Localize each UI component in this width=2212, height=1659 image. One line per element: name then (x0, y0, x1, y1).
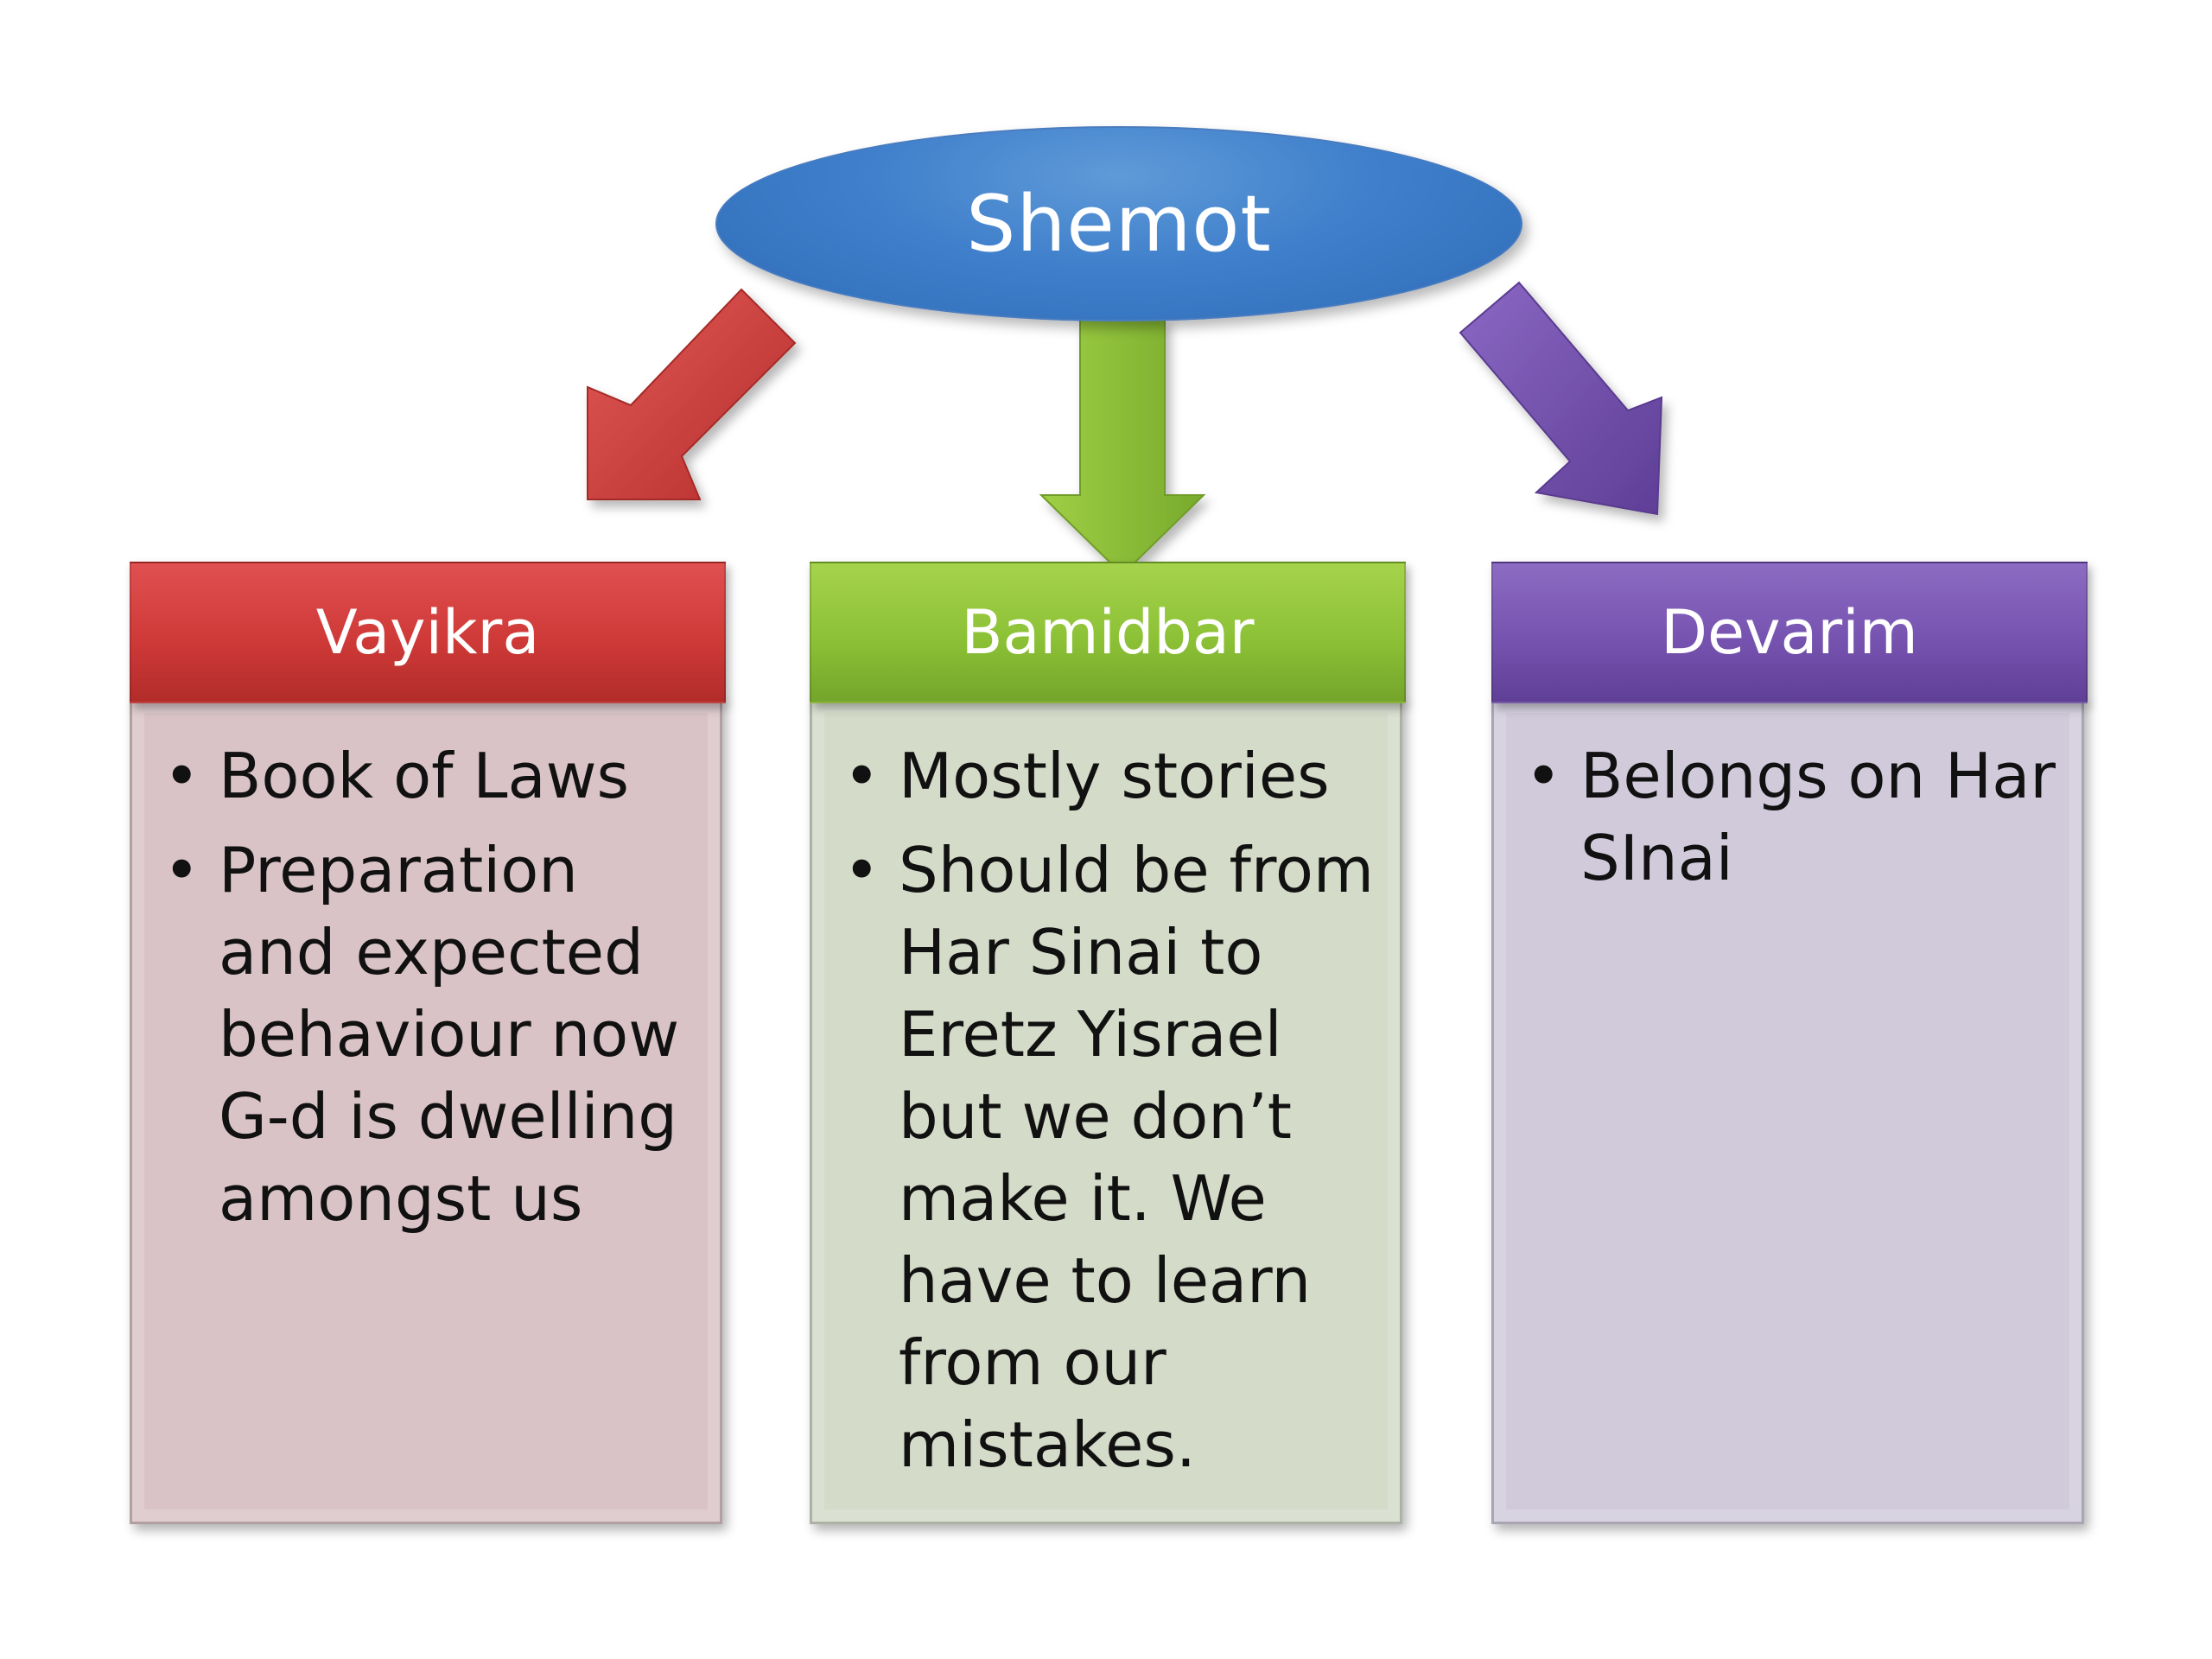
branch-devarim: Devarim Belongs on Har SInai (1491, 562, 2088, 1547)
branch-content-box: Belongs on Har SInai (1491, 698, 2084, 1524)
root-node-ellipse: Shemot (715, 126, 1522, 321)
bullet-list: Belongs on Har SInai (1494, 701, 2082, 899)
bullet-item: Preparation and expected behaviour now G… (163, 830, 696, 1240)
bullet-item: Should be from Har Sinai to Eretz Yisrae… (843, 830, 1376, 1486)
bullet-item: Book of Laws (163, 735, 696, 817)
branch-title: Vayikra (315, 597, 540, 668)
branch-title: Bamidbar (961, 597, 1255, 668)
branch-header: Bamidbar (810, 562, 1406, 703)
branch-title: Devarim (1661, 597, 1918, 668)
bullet-list: Mostly stories Should be from Har Sinai … (812, 701, 1400, 1486)
branch-content-box: Book of Laws Preparation and expected be… (130, 698, 722, 1524)
branch-bamidbar: Bamidbar Mostly stories Should be from H… (810, 562, 1406, 1547)
bullet-item: Belongs on Har SInai (1525, 735, 2057, 899)
arrow-to-bamidbar (1039, 317, 1206, 576)
branch-header: Devarim (1491, 562, 2088, 703)
bullet-item: Mostly stories (843, 735, 1376, 817)
root-node-label: Shemot (966, 178, 1272, 270)
branch-header: Vayikra (130, 562, 726, 703)
bullet-list: Book of Laws Preparation and expected be… (132, 701, 720, 1240)
branch-content-box: Mostly stories Should be from Har Sinai … (810, 698, 1402, 1524)
arrow-to-devarim (1459, 281, 1663, 516)
arrow-to-vayikra (587, 288, 797, 500)
branch-vayikra: Vayikra Book of Laws Preparation and exp… (130, 562, 726, 1547)
